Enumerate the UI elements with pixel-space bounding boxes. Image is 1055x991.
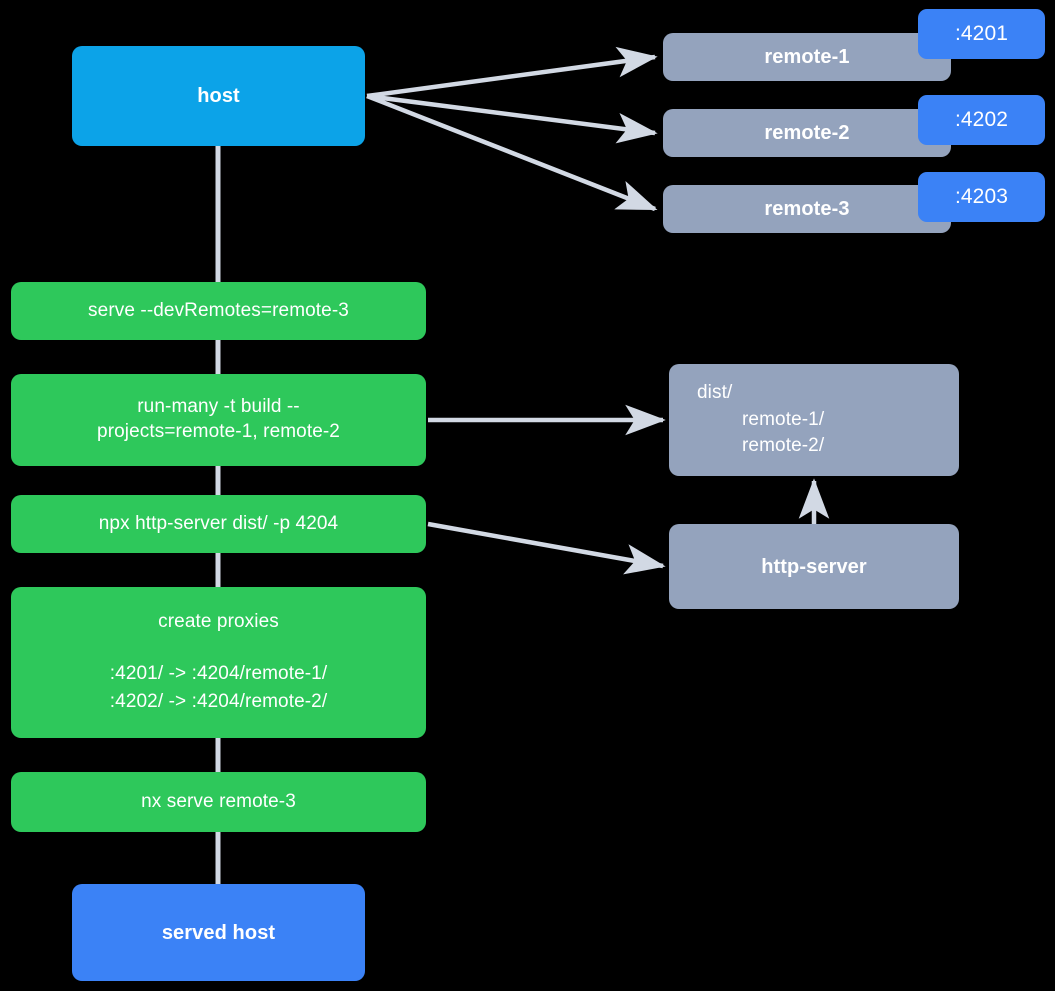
node-served-host[interactable]: served host (72, 884, 365, 981)
dist-child-remote-2: remote-2/ (742, 435, 825, 457)
node-command-npx-http-server[interactable]: npx http-server dist/ -p 4204 (11, 495, 426, 553)
port-badge-remote-1[interactable]: :4201 (918, 9, 1045, 59)
command-serve-line-1: serve --devRemotes=remote-3 (88, 299, 349, 321)
edge-npx-to-httpserver (427, 521, 666, 575)
command-create-proxies-title: create proxies (158, 610, 279, 632)
edge-host-to-remotes (366, 46, 658, 212)
port-badge-remote-2-label: :4202 (954, 108, 1009, 132)
node-http-server[interactable]: http-server (669, 524, 959, 609)
command-npx-http-server-line-1: npx http-server dist/ -p 4204 (98, 512, 339, 534)
node-served-host-label: served host (161, 921, 276, 944)
node-remote-1-label: remote-1 (764, 46, 850, 68)
command-run-many-line-2: projects=remote-1, remote-2 (97, 421, 340, 442)
node-host[interactable]: host (72, 46, 365, 146)
node-host-label: host (197, 85, 240, 107)
command-create-proxies-line-1: :4201/ -> :4204/remote-1/ (109, 663, 328, 685)
node-remote-3-label: remote-3 (764, 198, 850, 220)
port-badge-remote-2[interactable]: :4202 (918, 95, 1045, 145)
port-badge-remote-1-label: :4201 (954, 22, 1009, 46)
node-command-serve[interactable]: serve --devRemotes=remote-3 (11, 282, 426, 340)
node-remote-2-label: remote-2 (764, 122, 850, 144)
node-command-run-many[interactable]: run-many -t build -- projects=remote-1, … (11, 374, 426, 466)
node-dist-artifact[interactable]: dist/ remote-1/ remote-2/ (669, 364, 959, 476)
node-command-nx-serve-remote-3[interactable]: nx serve remote-3 (11, 772, 426, 832)
node-remote-3[interactable]: remote-3 (663, 185, 951, 233)
command-run-many-line-1: run-many -t build -- (137, 396, 300, 418)
command-create-proxies-line-2: :4202/ -> :4204/remote-2/ (109, 690, 328, 712)
node-remote-1[interactable]: remote-1 (663, 33, 951, 81)
command-nx-serve-remote-3-line-1: nx serve remote-3 (141, 790, 296, 812)
port-badge-remote-3-label: :4203 (954, 185, 1009, 209)
dist-tree: dist/ remote-1/ remote-2/ (669, 380, 959, 461)
dist-child-remote-1: remote-1/ (742, 408, 825, 430)
port-badge-remote-3[interactable]: :4203 (918, 172, 1045, 222)
node-command-create-proxies[interactable]: create proxies :4201/ -> :4204/remote-1/… (11, 587, 426, 738)
node-http-server-label: http-server (761, 555, 867, 578)
node-remote-2[interactable]: remote-2 (663, 109, 951, 157)
dist-root-label: dist/ (697, 381, 733, 403)
